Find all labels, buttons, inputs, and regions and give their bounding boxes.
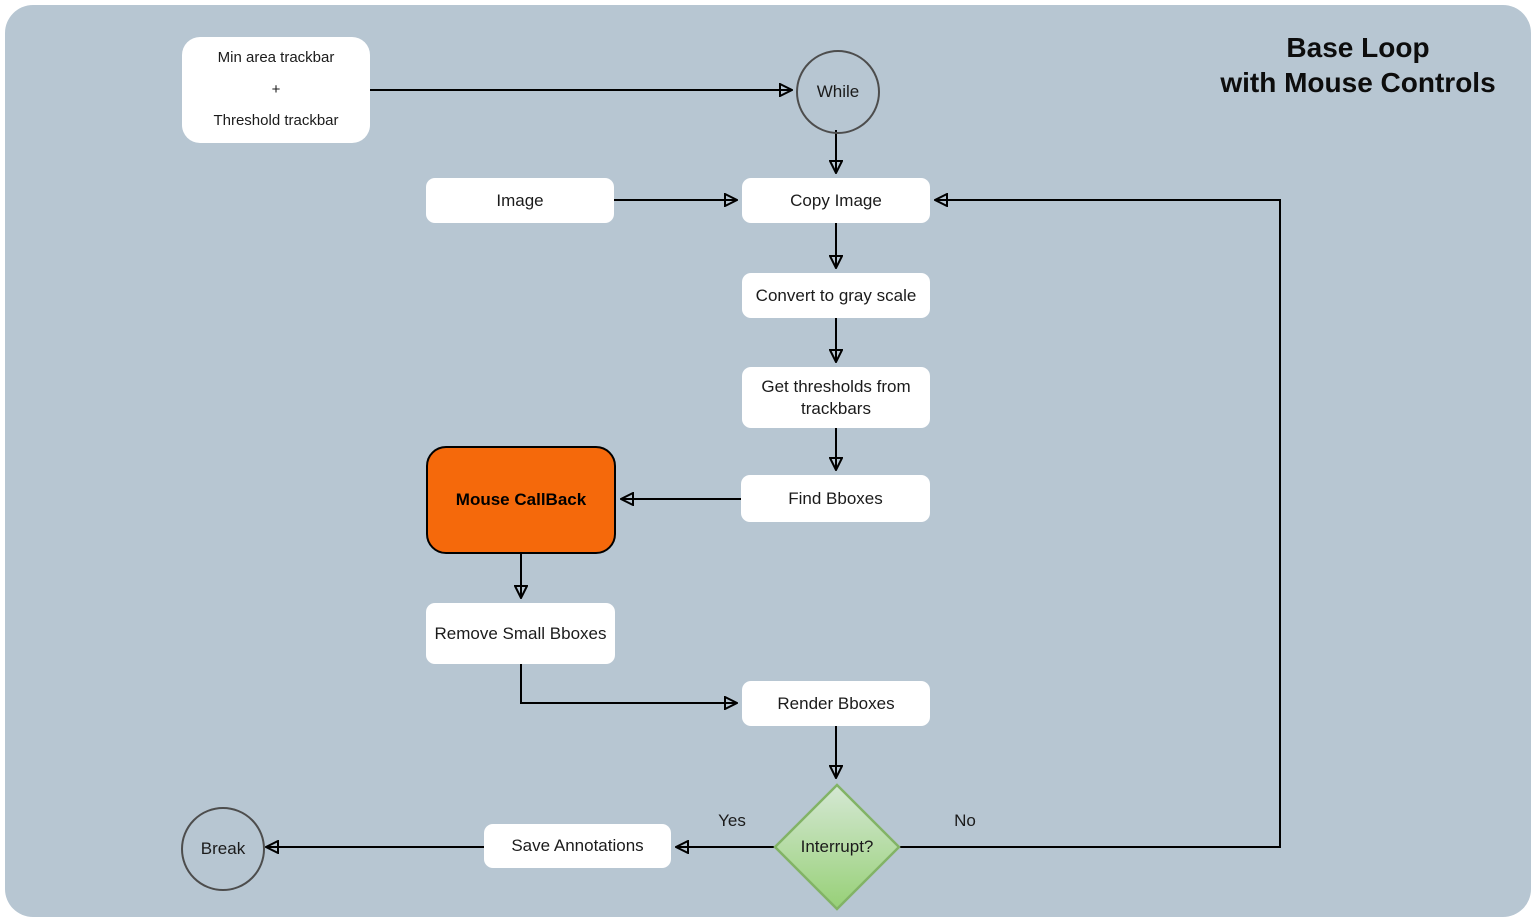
node-find-bboxes-label: Find Bboxes <box>788 488 883 508</box>
node-get-thresholds: Get thresholds from trackbars <box>742 367 930 428</box>
node-mouse-callback-label: Mouse CallBack <box>455 490 587 510</box>
node-break: Break <box>181 807 265 891</box>
node-interrupt-label: Interrupt? <box>800 837 874 857</box>
diagram-title-line1: Base Loop <box>1286 32 1430 63</box>
node-image: Image <box>426 178 614 223</box>
trackbars-line3: Threshold trackbar <box>213 111 339 129</box>
diagram-title-line2: with Mouse Controls <box>1220 67 1496 98</box>
node-convert-gray-label: Convert to gray scale <box>755 285 917 305</box>
node-remove-small-bboxes-label: Remove Small Bboxes <box>434 623 607 643</box>
edge-label-yes: Yes <box>718 811 746 830</box>
node-copy-image-label: Copy Image <box>790 190 882 210</box>
node-copy-image: Copy Image <box>742 178 930 223</box>
node-remove-small-bboxes: Remove Small Bboxes <box>426 603 615 664</box>
node-interrupt-decision: Interrupt? <box>773 783 901 911</box>
node-convert-gray: Convert to gray scale <box>742 273 930 318</box>
interrupt-diamond-shape <box>773 783 901 911</box>
trackbars-line1: Min area trackbar <box>217 49 335 67</box>
node-break-label: Break <box>200 839 246 859</box>
node-while-label: While <box>816 82 860 102</box>
node-render-bboxes-label: Render Bboxes <box>777 693 895 713</box>
node-save-annotations-label: Save Annotations <box>511 836 644 856</box>
trackbars-plus: + <box>271 80 281 98</box>
diagram-title: Base Loop with Mouse Controls <box>1180 30 1536 100</box>
node-find-bboxes: Find Bboxes <box>741 475 930 522</box>
node-while: While <box>796 50 880 134</box>
node-trackbars: Min area trackbar + Threshold trackbar <box>182 37 370 143</box>
edge-label-no: No <box>954 811 976 830</box>
node-mouse-callback: Mouse CallBack <box>426 446 616 554</box>
node-image-label: Image <box>496 190 544 210</box>
node-render-bboxes: Render Bboxes <box>742 681 930 726</box>
node-get-thresholds-label: Get thresholds from trackbars <box>761 377 911 418</box>
node-save-annotations: Save Annotations <box>484 824 671 868</box>
